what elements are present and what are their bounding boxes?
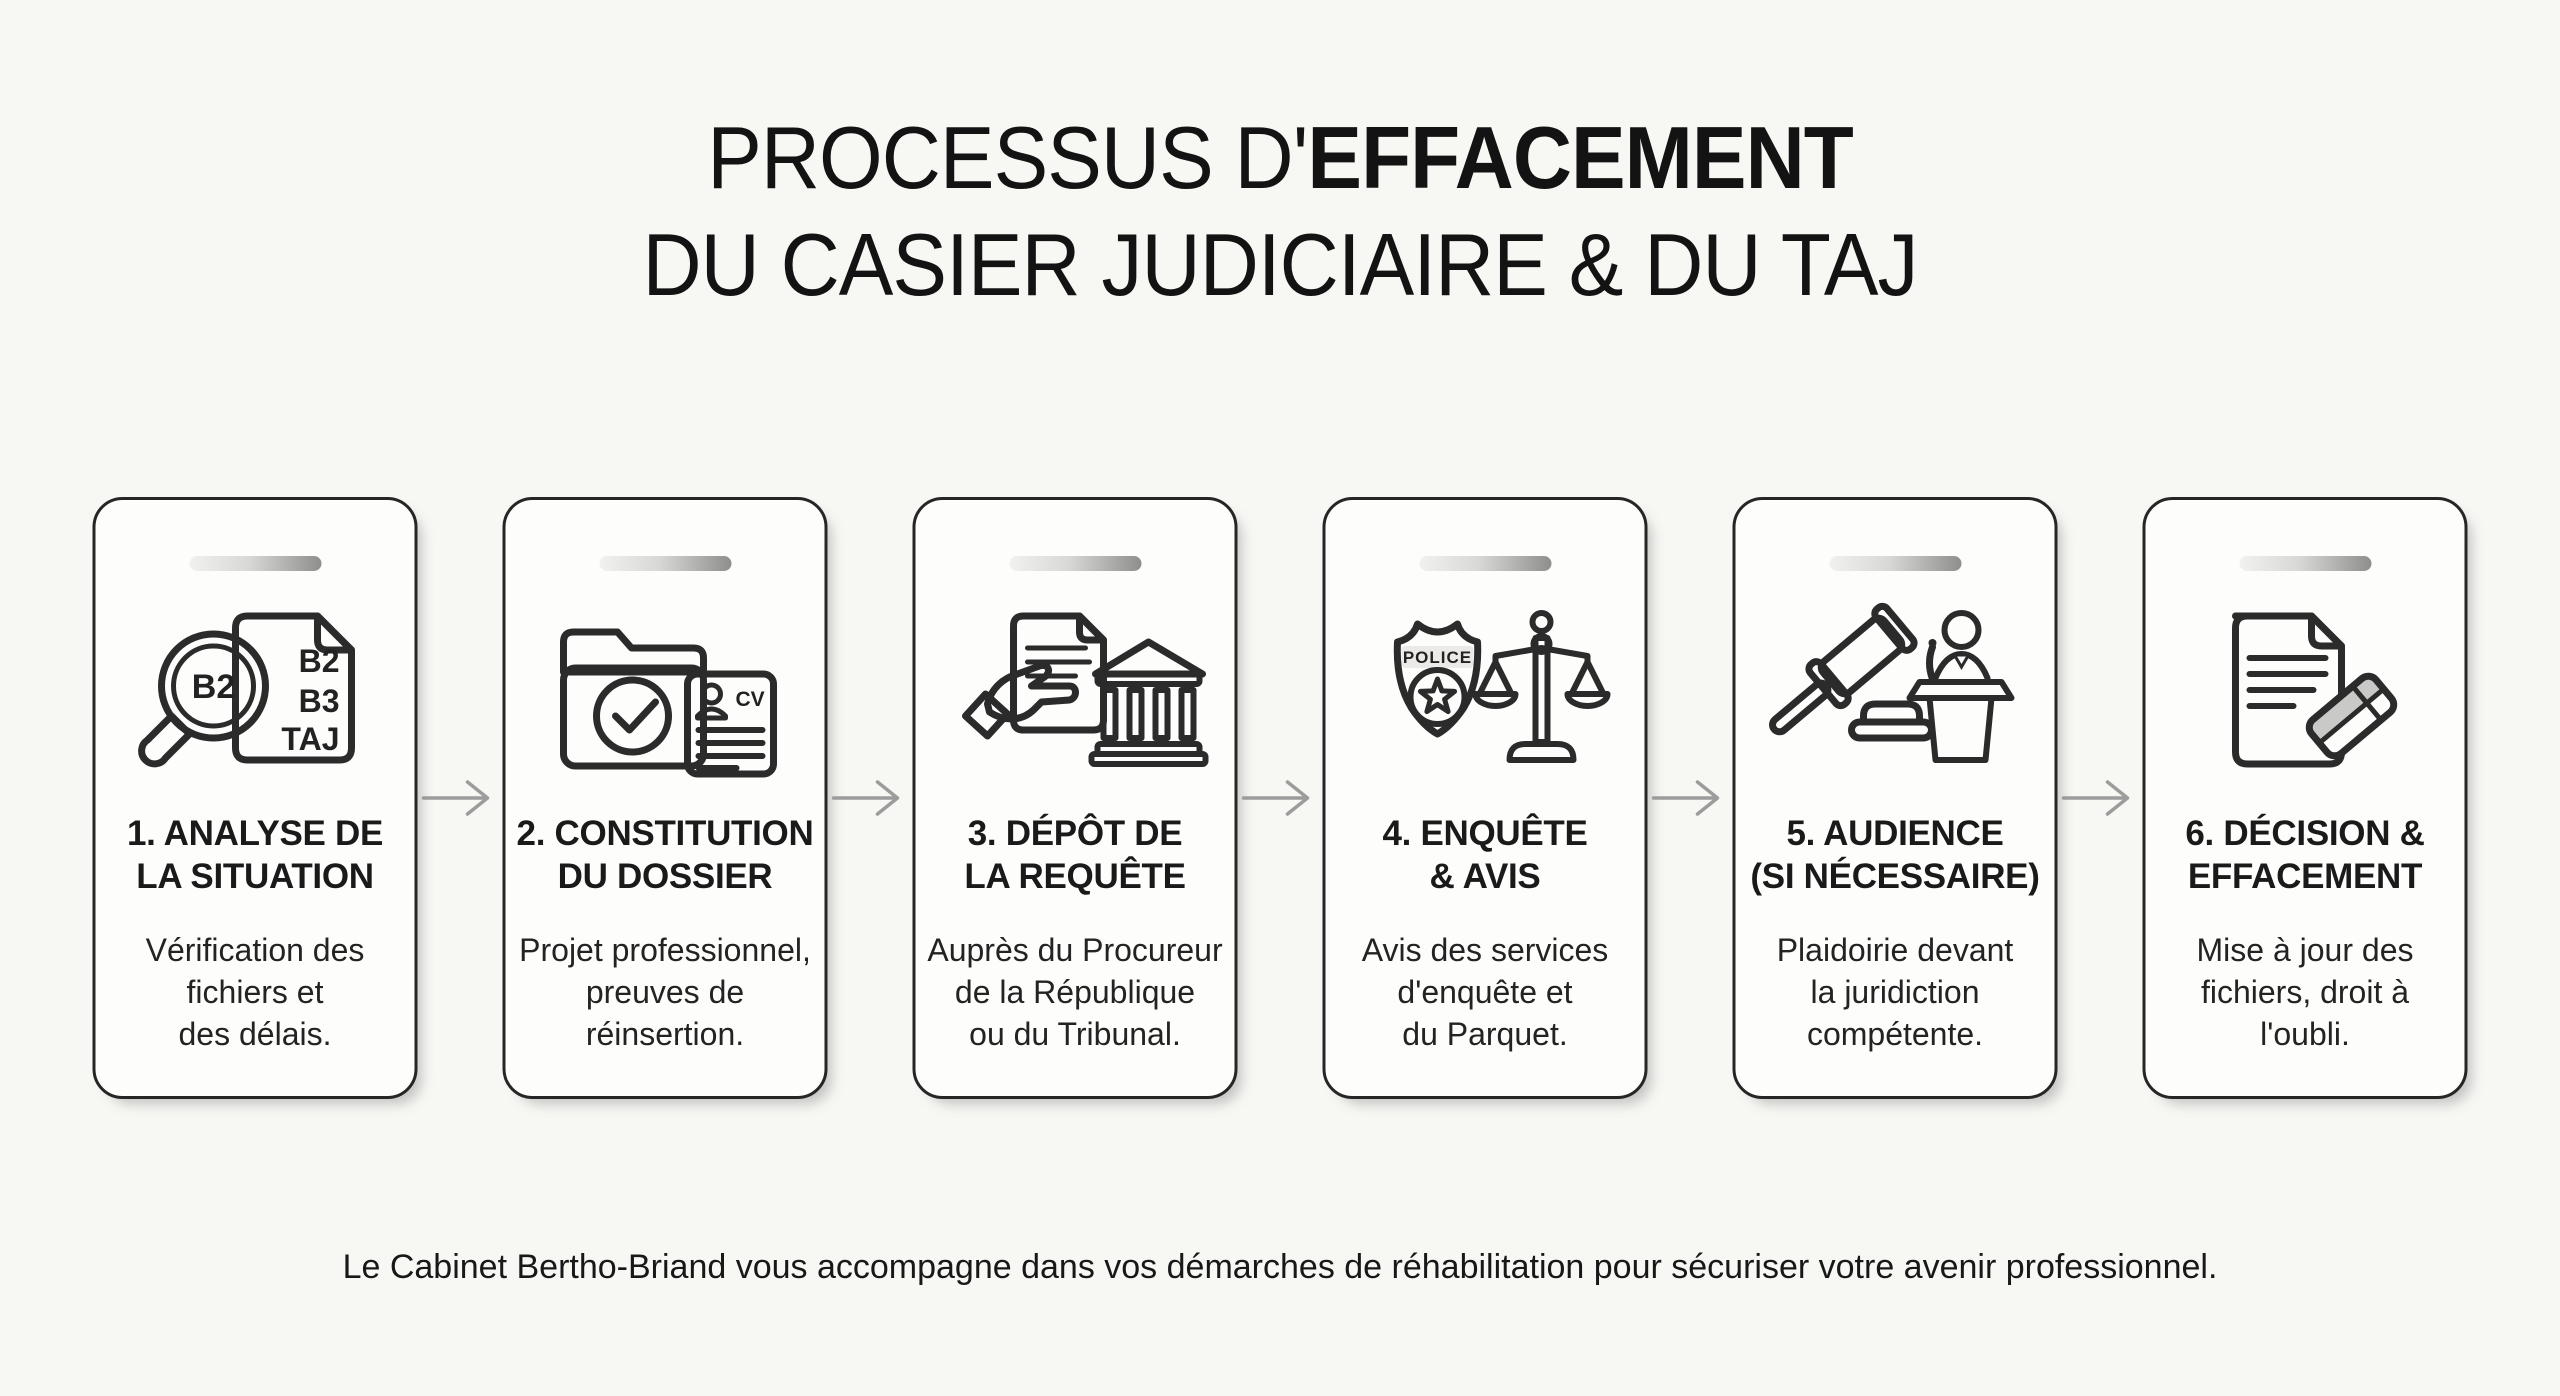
gavel-icon [1768, 602, 1935, 742]
courthouse-icon [1088, 638, 1208, 767]
arrow-right-icon [1648, 497, 1733, 1099]
card-accent-bar [1829, 556, 1961, 571]
arrow-right-icon [2058, 497, 2143, 1099]
speaker-podium-icon [1906, 610, 2014, 763]
step-card-5: 5. AUDIENCE (SI NÉCESSAIRE) Plaidoirie d… [1732, 497, 2058, 1099]
document-eraser-icon [2155, 591, 2455, 787]
step-description: Vérification des fichiers et des délais. [145, 932, 365, 1052]
arrow-right-icon [418, 497, 503, 1099]
step-card-2: CV 2. CONSTITUTION DU DOSSIER Projet pro… [502, 497, 828, 1099]
step-title: 1. ANALYSE DE LA SITUATION [126, 814, 384, 896]
police-badge-scales-icon: POLICE [1335, 591, 1635, 787]
step-card-1: B2 B3 TAJ B2 1. ANALYSE DE LA SITUATION … [92, 497, 418, 1099]
step-card-6: 6. DÉCISION & EFFACEMENT Mise à jour des… [2142, 497, 2468, 1099]
arrow-right-icon [828, 497, 913, 1099]
lens-label: B2 [191, 668, 234, 706]
step-description: Auprès du Procureur de la République ou … [927, 932, 1223, 1052]
step-title: 2. CONSTITUTION DU DOSSIER [516, 814, 814, 896]
folder-check-icon [559, 628, 707, 770]
scales-of-justice-icon [1472, 610, 1610, 763]
file-label-3: TAJ [281, 721, 339, 757]
gavel-podium-icon [1745, 591, 2045, 787]
step-card-4: POLICE [1322, 497, 1648, 1099]
hand-document-icon [961, 612, 1107, 740]
arrow-right-icon [1238, 497, 1323, 1099]
cv-document-icon: CV [683, 670, 777, 778]
card-accent-bar [2239, 556, 2371, 571]
title-line2: DU CASIER JUDICIAIRE & DU TAJ [642, 215, 1918, 315]
step-title: 6. DÉCISION & EFFACEMENT [2185, 814, 2425, 896]
folder-check-cv-icon: CV [515, 591, 815, 787]
title-bold-part: EFFACEMENT [1307, 108, 1853, 207]
step-description: Mise à jour des fichiers, droit à l'oubl… [2196, 932, 2414, 1052]
step-title: 5. AUDIENCE (SI NÉCESSAIRE) [1750, 814, 2040, 896]
page-title: PROCESSUS D'EFFACEMENT DU CASIER JUDICIA… [0, 104, 2560, 319]
hand-petition-courthouse-icon [925, 591, 1225, 787]
step-title: 4. ENQUÊTE & AVIS [1382, 814, 1588, 896]
step-description: Plaidoirie devant la juridiction compéte… [1776, 932, 2014, 1052]
police-badge-icon: POLICE [1393, 620, 1481, 738]
card-accent-bar [189, 556, 321, 571]
step-title: 3. DÉPÔT DE LA REQUÊTE [964, 814, 1186, 896]
step-description: Projet professionnel, preuves de réinser… [519, 932, 811, 1052]
card-accent-bar [599, 556, 731, 571]
footer-note: Le Cabinet Bertho-Briand vous accompagne… [342, 1248, 2218, 1286]
badge-label: POLICE [1402, 648, 1471, 667]
cv-label: CV [735, 688, 764, 711]
magnifier-b2-files-icon: B2 B3 TAJ B2 [105, 591, 405, 787]
card-accent-bar [1009, 556, 1141, 571]
document-b2-b3-taj-icon: B2 B3 TAJ [231, 612, 355, 764]
card-accent-bar [1419, 556, 1551, 571]
eraser-icon [2305, 672, 2397, 760]
file-label-2: B3 [298, 683, 339, 719]
file-label-1: B2 [298, 643, 339, 679]
title-normal-part: PROCESSUS D' [707, 108, 1308, 207]
step-description: Avis des services d'enquête et du Parque… [1361, 932, 1609, 1052]
process-steps-row: B2 B3 TAJ B2 1. ANALYSE DE LA SITUATION … [92, 497, 2468, 1099]
step-card-3: 3. DÉPÔT DE LA REQUÊTE Auprès du Procure… [912, 497, 1238, 1099]
magnifier-icon: B2 [137, 630, 269, 768]
